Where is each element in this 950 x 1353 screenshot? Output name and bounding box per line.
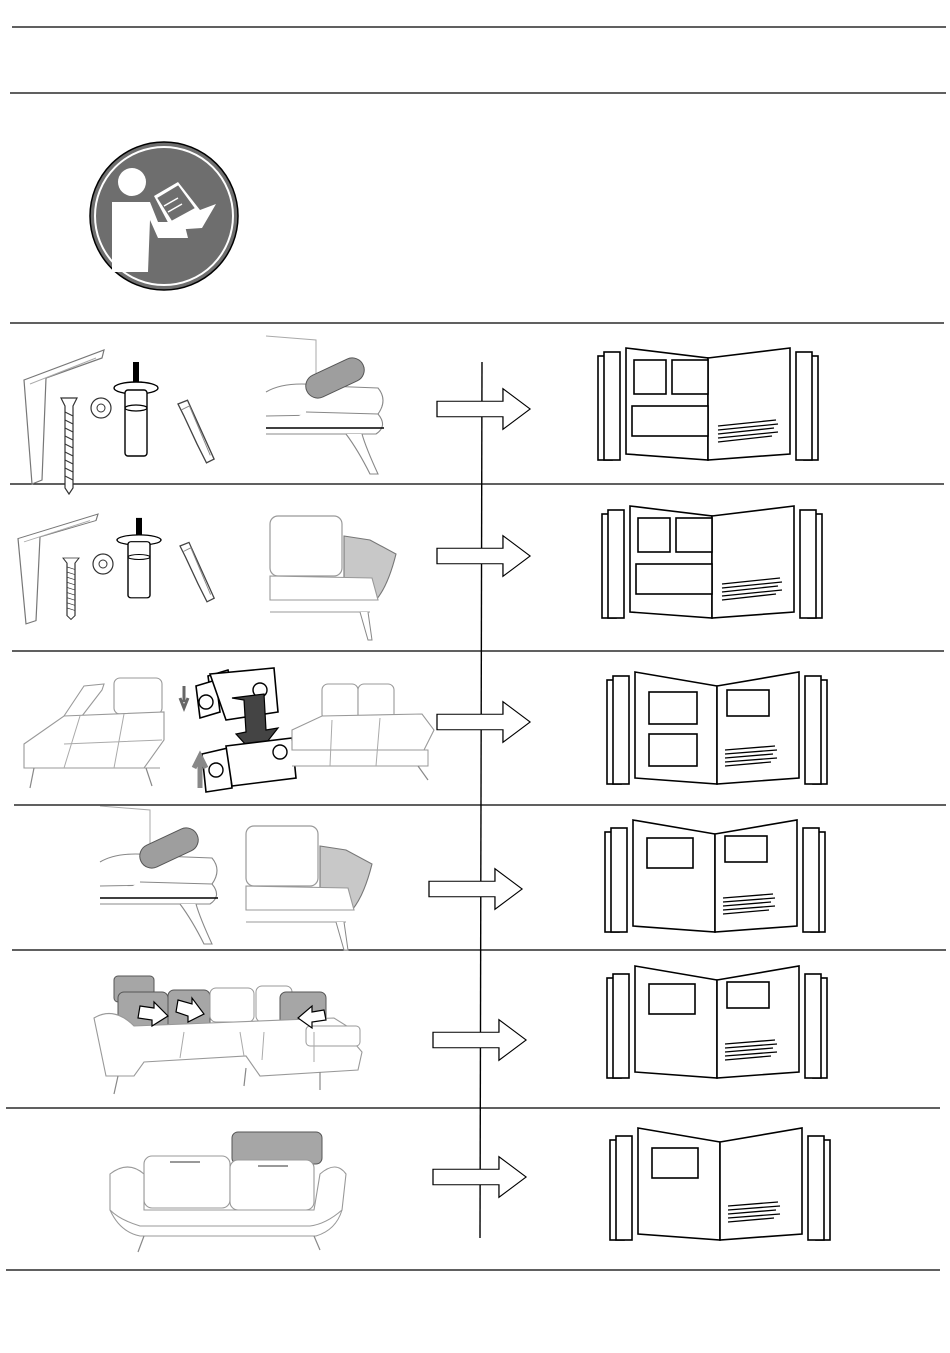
vertical-divider — [480, 362, 482, 1238]
arrow-icon — [433, 1020, 526, 1061]
chaise-sofa-icon — [24, 678, 164, 788]
backrest-cushion-icon — [246, 826, 372, 950]
foot-icon — [117, 518, 161, 598]
read-manual-icon — [90, 142, 238, 290]
leg-icon — [24, 350, 104, 484]
open-manual-icon — [607, 966, 827, 1078]
row-1 — [24, 336, 818, 494]
row-2 — [18, 506, 822, 640]
two-seat-sofa-icon — [292, 684, 434, 780]
open-manual-icon — [602, 506, 822, 618]
arrow-icon — [437, 536, 530, 577]
open-manual-icon — [607, 672, 827, 784]
open-manual-icon — [598, 348, 818, 460]
corner-sofa-headrest-icon — [94, 976, 362, 1094]
open-manual-icon — [605, 820, 825, 932]
screw-icon — [63, 558, 79, 619]
row-4 — [100, 806, 825, 950]
armrest-headrest-icon — [100, 806, 218, 944]
row-3 — [24, 668, 827, 792]
washer-icon — [93, 554, 113, 574]
armrest-headrest-icon — [266, 336, 384, 474]
washer-icon — [91, 398, 111, 418]
leg-icon — [18, 514, 98, 624]
backrest-cushion-icon — [270, 516, 396, 640]
row-6 — [110, 1128, 830, 1252]
hex-key-icon — [178, 400, 214, 463]
arrow-icon — [437, 702, 530, 743]
sofa-top-headrest-icon — [110, 1132, 346, 1252]
arrow-icon — [437, 389, 530, 430]
hex-key-icon — [180, 542, 214, 601]
arrow-icon — [429, 869, 522, 910]
connector-bracket-icon — [180, 668, 296, 792]
screw-icon — [61, 398, 77, 494]
row-5 — [94, 966, 827, 1094]
open-manual-icon — [610, 1128, 830, 1240]
foot-icon — [114, 362, 158, 456]
